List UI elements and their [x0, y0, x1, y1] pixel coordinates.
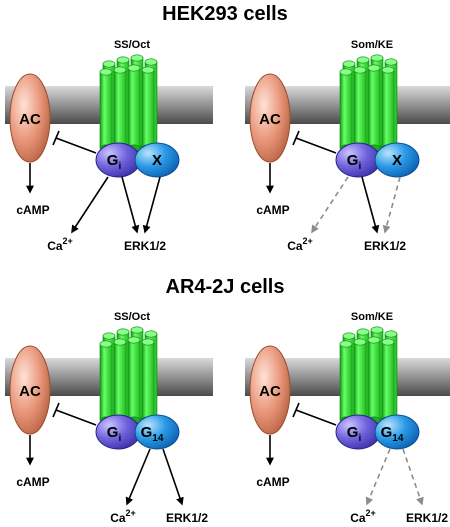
partner-protein: [134, 414, 180, 450]
inhibition-bar: [52, 402, 60, 418]
adenylyl-cyclase: [9, 345, 51, 435]
gi-label: Gi: [107, 424, 122, 444]
panel-label: SS/Oct: [114, 311, 150, 323]
arrow-gi-erk: [361, 176, 380, 234]
receptor-cylinders-icon: [339, 326, 398, 424]
ac-label: AC: [19, 111, 41, 128]
arrow-gi-ca: [311, 176, 349, 234]
adenylyl-cyclase: [9, 73, 51, 163]
arrow-partner-erk: [162, 448, 184, 506]
inhibition-line: [295, 409, 337, 426]
ac-label: AC: [259, 111, 281, 128]
partner-protein: [374, 414, 420, 450]
erk-label: ERK1/2: [406, 511, 448, 525]
section-title-ar42j: AR4-2J cells: [166, 276, 285, 298]
partner-label: X: [152, 152, 162, 169]
calcium-label: Ca2+: [287, 236, 313, 253]
camp-label: cAMP: [16, 475, 49, 489]
section-title-hek293: HEK293 cells: [162, 3, 288, 25]
partner-label: X: [392, 152, 402, 169]
calcium-label: Ca2+: [47, 236, 73, 253]
panel-label: Som/KE: [351, 39, 393, 51]
adenylyl-cyclase: [249, 345, 291, 435]
inhibition-bar: [52, 130, 60, 146]
ac-label: AC: [19, 383, 41, 400]
arrow-gi-ca: [71, 176, 109, 234]
arrow-partner-erk: [402, 448, 424, 506]
gi-label: Gi: [107, 152, 122, 172]
erk-label: ERK1/2: [124, 239, 166, 253]
gi-label: Gi: [347, 424, 362, 444]
gi-label: Gi: [347, 152, 362, 172]
panel-label: Som/KE: [351, 311, 393, 323]
partner-protein: [134, 142, 180, 178]
arrow-partner-ca: [365, 448, 391, 506]
adenylyl-cyclase: [249, 73, 291, 163]
receptor-cylinders-icon: [339, 54, 398, 152]
partner-protein: [374, 142, 420, 178]
inhibition-line: [55, 409, 97, 426]
ac-label: AC: [259, 383, 281, 400]
camp-label: cAMP: [16, 203, 49, 217]
erk-label: ERK1/2: [166, 511, 208, 525]
receptor-cylinders-icon: [99, 326, 158, 424]
arrow-partner-erk: [382, 176, 401, 234]
arrow-partner-ca: [125, 448, 151, 506]
camp-label: cAMP: [256, 203, 289, 217]
calcium-label: Ca2+: [110, 508, 136, 525]
inhibition-bar: [292, 402, 300, 418]
calcium-label: Ca2+: [350, 508, 376, 525]
camp-label: cAMP: [256, 475, 289, 489]
arrow-gi-erk: [121, 176, 140, 234]
inhibition-bar: [292, 130, 300, 146]
inhibition-line: [55, 137, 97, 154]
receptor-cylinders-icon: [99, 54, 158, 152]
panel-label: SS/Oct: [114, 39, 150, 51]
arrow-partner-erk: [142, 176, 161, 234]
erk-label: ERK1/2: [364, 239, 406, 253]
inhibition-line: [295, 137, 337, 154]
